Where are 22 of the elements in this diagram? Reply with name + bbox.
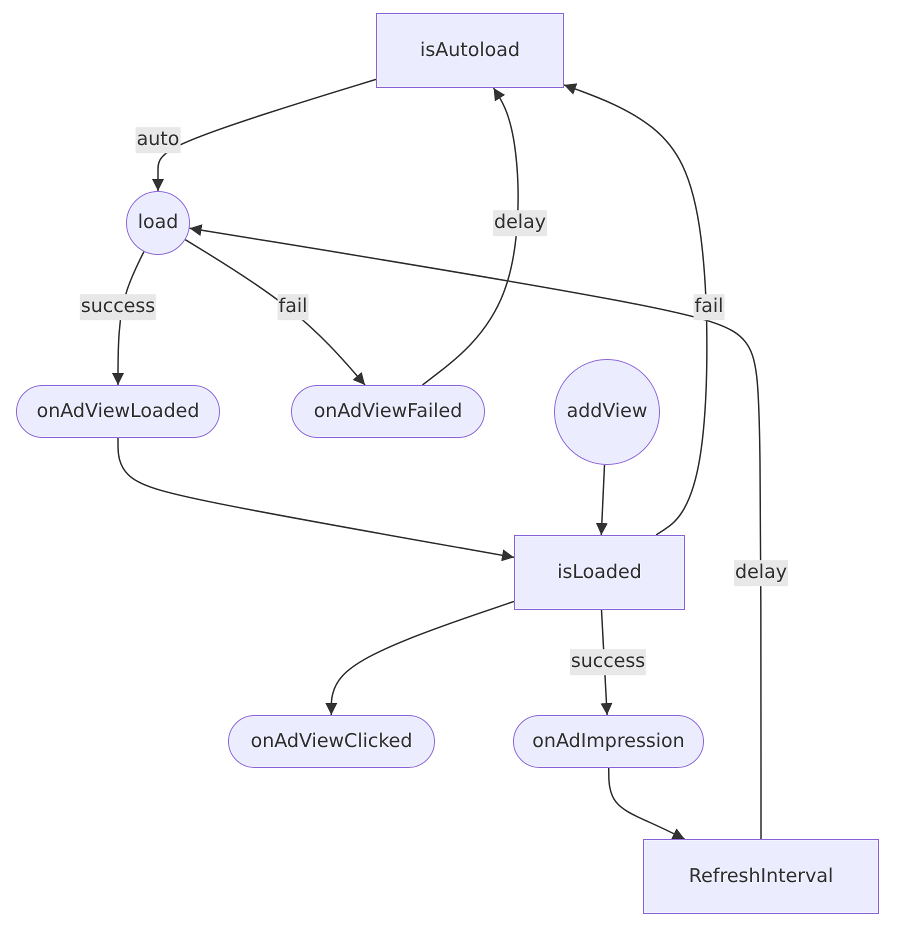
arrow — [325, 600, 514, 715]
arrow — [608, 768, 685, 840]
edge-label: fail — [278, 294, 308, 320]
event-pill: onAdViewFailed — [291, 385, 485, 438]
state-box: isLoaded — [514, 535, 685, 610]
arrow — [596, 464, 608, 536]
event-pill: onAdImpression — [513, 715, 704, 768]
edge-label: delay — [493, 210, 547, 236]
event-pill: onAdViewClicked — [228, 715, 435, 768]
edge-label: auto — [136, 127, 180, 153]
edge-label: delay — [734, 560, 788, 586]
state-box: RefreshInterval — [643, 839, 879, 914]
arrow — [564, 83, 708, 536]
arrow — [189, 224, 762, 839]
arrow — [422, 88, 519, 386]
event-pill: onAdViewLoaded — [16, 385, 220, 438]
edge-label: success — [570, 649, 646, 675]
edge-label: fail — [694, 294, 724, 320]
state-box: isAutoload — [376, 13, 564, 88]
edge-label: success — [80, 294, 156, 320]
arrow — [117, 438, 514, 562]
arrow — [152, 78, 376, 191]
